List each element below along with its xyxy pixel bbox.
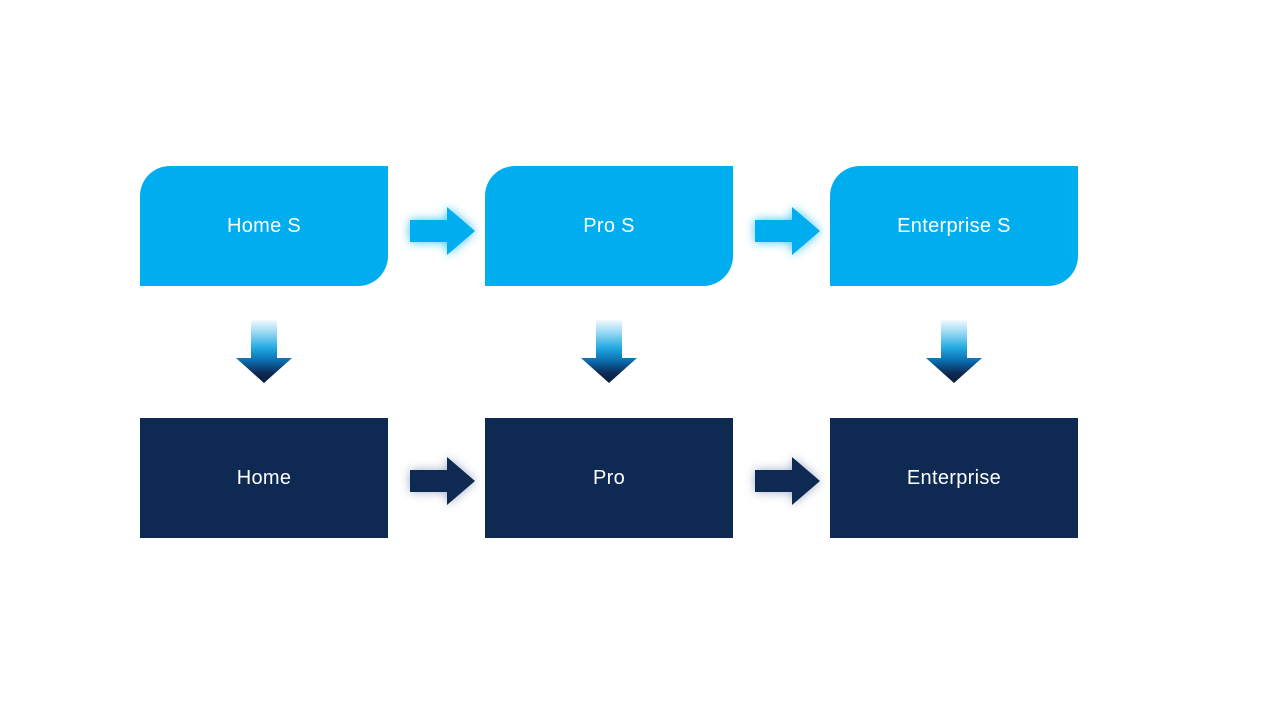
right-arrow-shape xyxy=(410,207,475,255)
right-arrow-icon xyxy=(755,207,820,255)
right-arrow-icon xyxy=(410,457,475,505)
down-arrow-icon xyxy=(581,320,637,383)
process-box-pro-s-label: Pro S xyxy=(583,214,635,237)
process-box-enterprise-s-label: Enterprise S xyxy=(897,214,1011,237)
process-box-home-s-label: Home S xyxy=(226,214,302,237)
process-box-enterprise: Enterprise xyxy=(830,418,1078,538)
down-arrow-icon xyxy=(926,320,982,383)
down-arrow-shape xyxy=(581,320,637,383)
process-box-pro-s: Pro S xyxy=(485,166,733,286)
down-arrow-shape xyxy=(236,320,292,383)
process-box-pro-label: Pro xyxy=(592,466,626,489)
right-arrow-icon xyxy=(755,457,820,505)
down-arrow-shape xyxy=(926,320,982,383)
process-box-enterprise-s: Enterprise S xyxy=(830,166,1078,286)
right-arrow-shape xyxy=(755,207,820,255)
right-arrow-shape xyxy=(755,457,820,505)
process-box-home: Home xyxy=(140,418,388,538)
process-box-enterprise-label: Enterprise xyxy=(906,466,1002,489)
right-arrow-shape xyxy=(410,457,475,505)
process-box-home-label: Home xyxy=(236,466,292,489)
process-box-pro: Pro xyxy=(485,418,733,538)
right-arrow-icon xyxy=(410,207,475,255)
process-box-home-s: Home S xyxy=(140,166,388,286)
down-arrow-icon xyxy=(236,320,292,383)
